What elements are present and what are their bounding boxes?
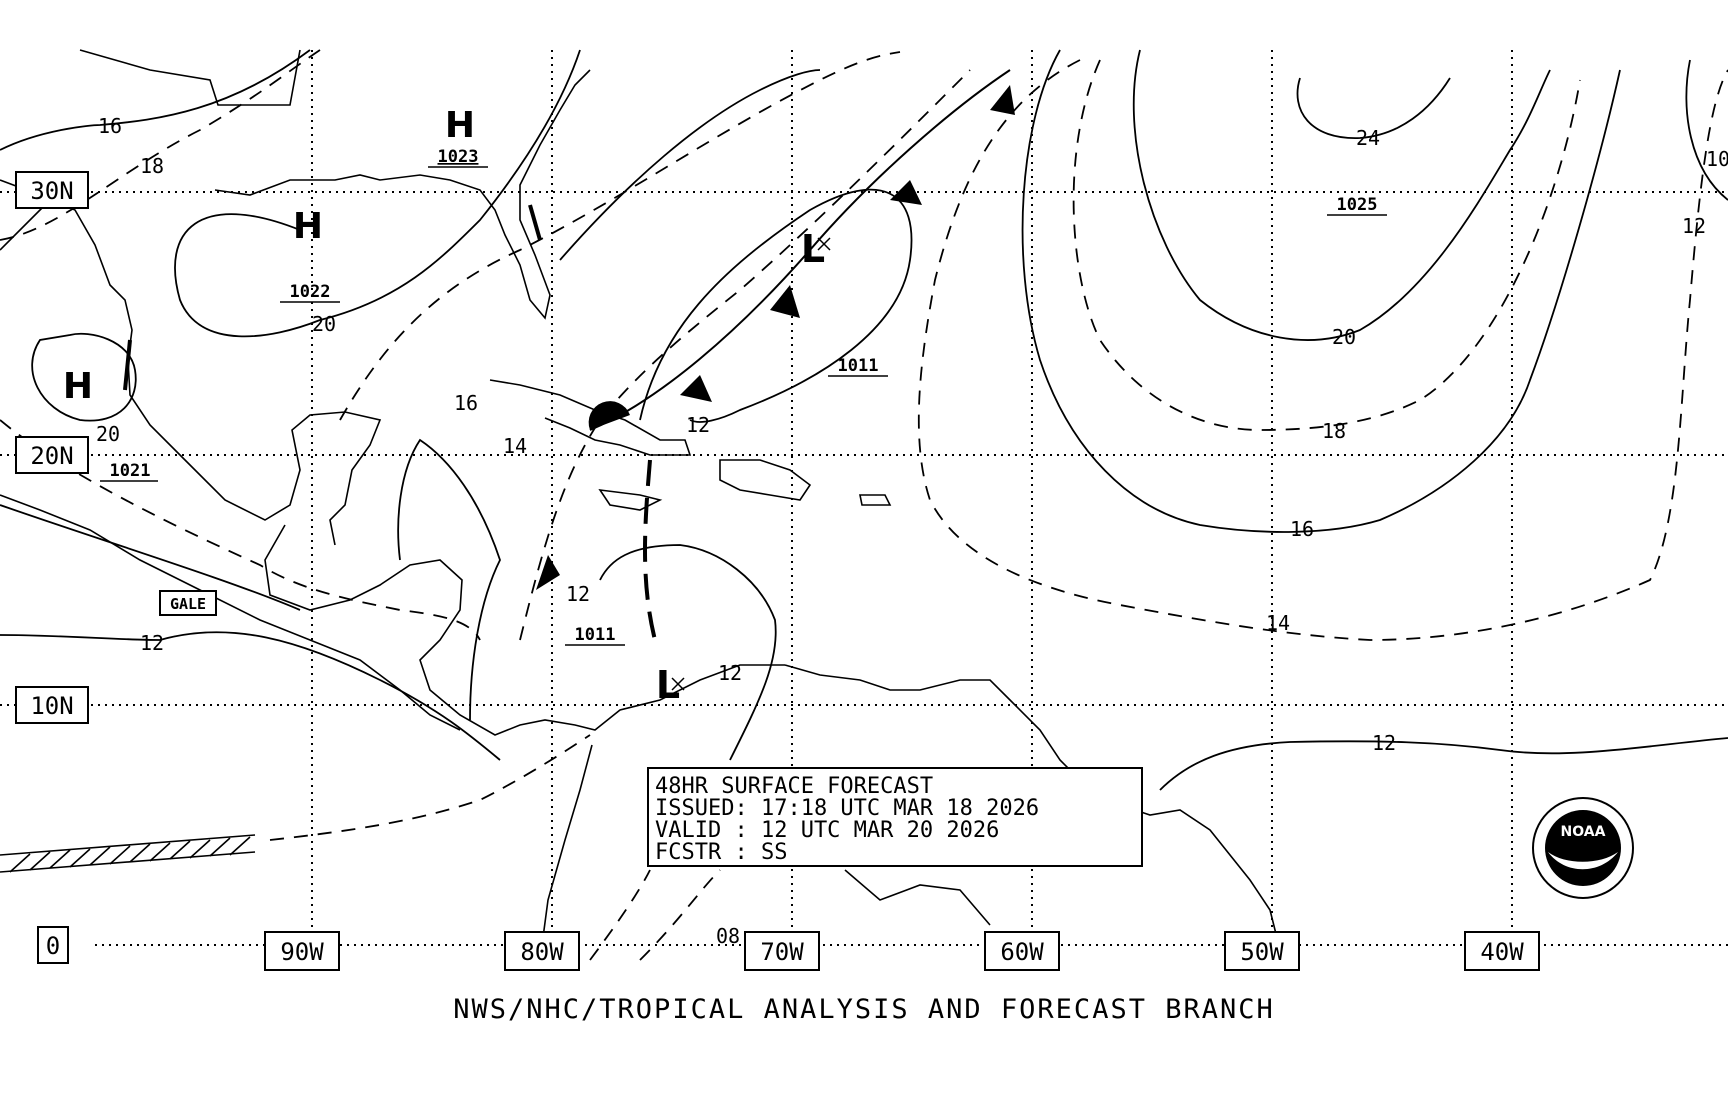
isobar-label: 16 <box>1290 517 1314 541</box>
lon-label-90w: 90W <box>280 938 324 966</box>
isobar-label: 14 <box>1266 611 1290 635</box>
gale-warning: GALE <box>159 590 217 616</box>
cold-front <box>589 69 1011 431</box>
high-center-symbol: H <box>445 105 475 146</box>
lon-label-50w: 50W <box>1240 938 1284 966</box>
isobar-label: 12 <box>140 631 164 655</box>
lon-label-60w: 60W <box>1000 938 1044 966</box>
forecast-info-box: 48HR SURFACE FORECAST ISSUED: 17:18 UTC … <box>647 767 1143 867</box>
isobar-label: 12 <box>1372 731 1396 755</box>
high-center-value: 1025 <box>1337 195 1378 215</box>
low-center-x-marks <box>671 237 831 691</box>
low-center-value: 1011 <box>575 625 616 645</box>
isobar-labels: 16 18 20 20 16 14 12 12 12 12 24 20 18 1… <box>96 114 1728 948</box>
latitude-labels: 30N 20N 10N 0 <box>15 171 89 964</box>
lon-label-40w: 40W <box>1480 938 1524 966</box>
isobar-label: 20 <box>312 312 336 336</box>
isobar-label: 12 <box>566 582 590 606</box>
warm-front-dome <box>588 401 630 430</box>
lat-label-30n: 30N <box>30 177 73 205</box>
forecast-valid: VALID : 12 UTC MAR 20 2026 <box>655 818 999 843</box>
longitude-labels: 90W 80W 70W 60W 50W 40W <box>264 931 1540 971</box>
lat-label-20n: 20N <box>30 442 73 470</box>
forecast-issued: ISSUED: 17:18 UTC MAR 18 2026 <box>655 796 1039 821</box>
isobar-label: 18 <box>1322 419 1346 443</box>
trough-axes <box>643 459 657 641</box>
lon-label-80w: 80W <box>520 938 564 966</box>
gale-band <box>0 834 256 873</box>
low-center-value: 1011 <box>838 356 879 376</box>
isobar-label: 20 <box>96 422 120 446</box>
isobar-label: 20 <box>1332 325 1356 349</box>
lat-lon-grid <box>0 50 1728 946</box>
cold-front-barbs <box>536 85 1015 590</box>
noaa-logo: NOAA <box>1532 797 1634 899</box>
lat-label-10n: 10N <box>30 692 73 720</box>
noaa-logo-text: NOAA <box>1561 824 1606 840</box>
forecast-forecaster: FCSTR : SS <box>655 840 787 865</box>
gale-label: GALE <box>170 595 206 613</box>
isobar-label: 16 <box>98 114 122 138</box>
isobar-label: 18 <box>140 154 164 178</box>
isobar-label: 16 <box>454 391 478 415</box>
isobars-solid <box>0 49 1728 791</box>
lon-label-70w: 70W <box>760 938 804 966</box>
isobar-label: 14 <box>503 434 527 458</box>
coastlines <box>0 49 1281 961</box>
isobar-label: 12 <box>1682 214 1706 238</box>
isobar-label: 10 <box>1706 147 1728 171</box>
lat-label-0: 0 <box>46 932 60 960</box>
isobar-label: 12 <box>686 413 710 437</box>
isobar-label: 08 <box>716 924 740 948</box>
high-center-value: 1022 <box>290 282 331 302</box>
isobar-label: 24 <box>1356 126 1380 150</box>
footer-credit: NWS/NHC/TROPICAL ANALYSIS AND FORECAST B… <box>453 994 1275 1025</box>
low-center-symbol: L <box>801 227 825 271</box>
isobar-label: 12 <box>718 661 742 685</box>
forecast-title: 48HR SURFACE FORECAST <box>655 774 933 799</box>
trough-segments <box>123 204 542 391</box>
isobars-dashed <box>0 49 1728 961</box>
high-center-symbol: H <box>63 366 93 407</box>
high-center-value: 1021 <box>110 461 151 481</box>
high-center-value: 1023 <box>438 147 479 167</box>
high-center-symbol: H <box>293 206 323 247</box>
pressure-centers: H 1023 H 1022 H 1021 L 1011 L 1011 1025 <box>63 105 1387 707</box>
